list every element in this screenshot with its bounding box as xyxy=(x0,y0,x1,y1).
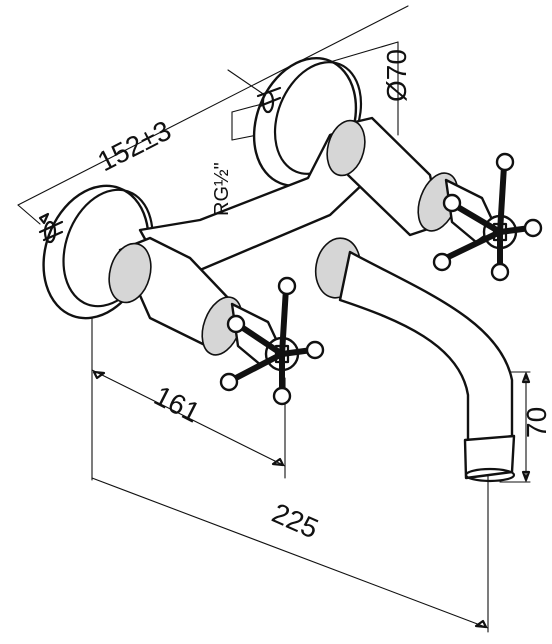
dim-centres-label: 152±3 xyxy=(93,114,176,177)
spout xyxy=(314,237,516,483)
dimension-lines xyxy=(17,5,531,633)
dim-spout-height-label: 70 xyxy=(521,407,552,438)
left-valve-handle xyxy=(201,276,325,406)
dim-thread-label: RG½" xyxy=(211,162,233,216)
mixer-body xyxy=(108,116,442,352)
right-valve-handle xyxy=(417,152,543,282)
dim-depth-long-label: 225 xyxy=(268,497,323,544)
dim-depth-short-label: 161 xyxy=(149,380,205,429)
dim-flange-diameter-label: Ø70 xyxy=(381,49,412,102)
